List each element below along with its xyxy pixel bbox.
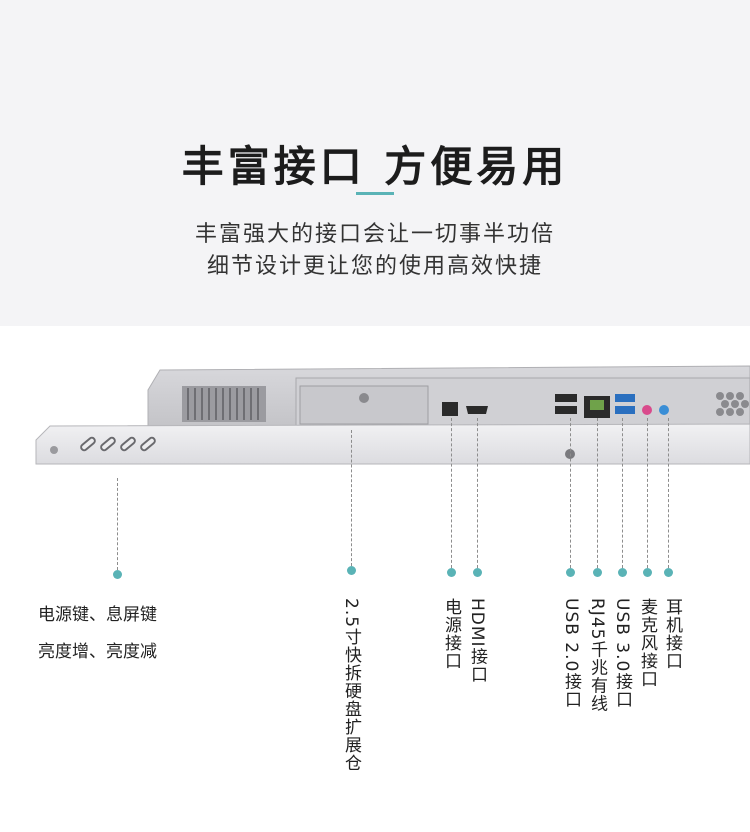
device-illustration <box>35 365 750 465</box>
usb2-bottom <box>555 406 577 414</box>
side-vent-holes <box>716 392 749 416</box>
hdd-screw <box>359 393 369 403</box>
dot-hdd <box>347 566 356 575</box>
label-buttons-line2: 亮度增、亮度减 <box>38 642 157 662</box>
hdd-bay <box>299 385 429 425</box>
guide-usb2 <box>570 418 571 568</box>
subtitle-line-2: 细节设计更让您的使用高效快捷 <box>206 254 543 279</box>
label-power-port: 电源接口 <box>441 598 461 670</box>
header-banner: 丰富接口 方便易用 丰富强大的接口会让一切事半功倍 细节设计更让您的使用高效快捷 <box>0 0 750 326</box>
label-hdd-bay: 2.5寸快拆硬盘扩展仓 <box>341 598 361 773</box>
front-buttons <box>80 436 156 452</box>
title-underline <box>356 192 394 195</box>
label-hdmi-port: HDMI接口 <box>467 598 487 684</box>
dot-headphone <box>664 568 673 577</box>
page-title: 丰富接口 方便易用 <box>181 142 569 191</box>
dot-mic <box>643 568 652 577</box>
usb3-bottom <box>615 406 635 414</box>
guide-usb3 <box>622 418 623 568</box>
power-jack <box>442 402 458 416</box>
bezel-screw-left <box>50 446 58 454</box>
subtitle-line-1: 丰富强大的接口会让一切事半功倍 <box>194 222 555 247</box>
guide-headphone <box>668 418 669 568</box>
guide-hdmi <box>477 418 478 568</box>
guide-power <box>451 418 452 568</box>
label-rj45-port: RJ45千兆有线 <box>587 598 607 713</box>
label-mic-port: 麦克风接口 <box>637 598 657 688</box>
dot-buttons <box>113 570 122 579</box>
dot-hdmi <box>473 568 482 577</box>
guide-hdd <box>351 430 352 566</box>
mic-jack <box>642 405 652 415</box>
label-headphone-port: 耳机接口 <box>662 598 682 670</box>
dot-rj45 <box>593 568 602 577</box>
label-usb3-port: USB 3.0接口 <box>612 598 632 709</box>
headphone-jack <box>659 405 669 415</box>
usb3-top <box>615 394 635 402</box>
label-buttons-line1: 电源键、息屏键 <box>38 605 157 625</box>
dot-usb3 <box>618 568 627 577</box>
guide-buttons <box>117 478 118 570</box>
guide-rj45 <box>597 418 598 568</box>
label-usb2-port: USB 2.0接口 <box>561 598 581 709</box>
hdmi-port-shape <box>466 406 488 414</box>
dot-usb2 <box>566 568 575 577</box>
vent-grille <box>182 386 266 422</box>
dot-power <box>447 568 456 577</box>
usb2-top <box>555 394 577 402</box>
guide-mic <box>647 418 648 568</box>
